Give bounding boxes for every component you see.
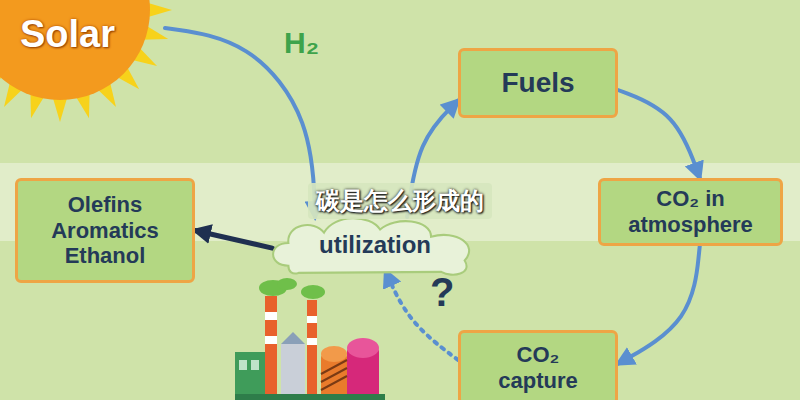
node-text: CO₂ capture	[488, 342, 588, 394]
title-text: 碳是怎么形成的	[308, 183, 492, 219]
process-box: CO₂ capture	[458, 330, 618, 400]
node-text: Solar	[20, 12, 115, 57]
node-text: CO₂ in atmosphere	[621, 186, 761, 238]
flow-arrow	[618, 246, 700, 364]
product-box: Olefins Aromatics Ethanol	[15, 178, 195, 283]
process-box: CO₂ in atmosphere	[598, 178, 783, 246]
node-text: Olefins Aromatics Ethanol	[51, 192, 159, 270]
flow-arrow	[195, 231, 272, 249]
flow-arrow	[618, 90, 700, 178]
edge-label: ?	[430, 270, 454, 315]
sun-node: Solar	[0, 0, 165, 100]
edge-label: H₂	[284, 26, 319, 60]
node-text: utilization	[319, 231, 431, 259]
node-text: Fuels	[501, 66, 574, 99]
process-box: Fuels	[458, 48, 618, 118]
utilization-cloud: utilization	[268, 214, 482, 276]
